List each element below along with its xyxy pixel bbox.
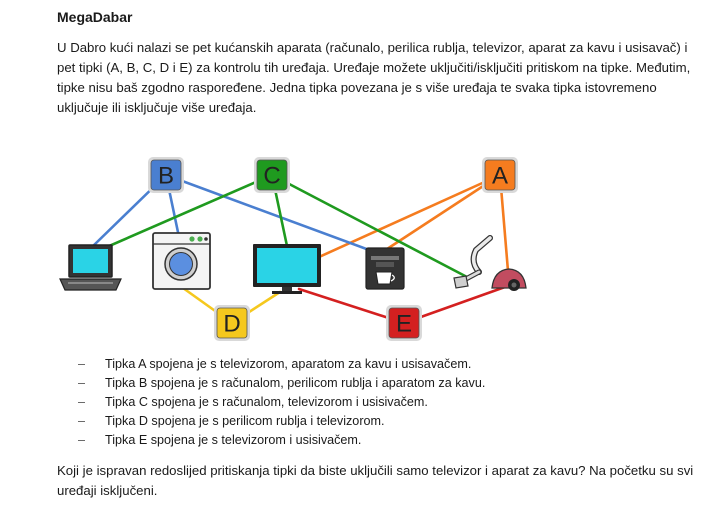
wire-a-coffee xyxy=(382,173,502,253)
wire-c-laptop xyxy=(98,173,274,252)
button-face xyxy=(256,159,288,191)
list-item: – Tipka B spojena je s računalom, perilic… xyxy=(78,374,485,393)
button-label: E xyxy=(396,311,412,338)
button-a: A xyxy=(482,157,518,193)
list-item: – Tipka A spojena je s televizorom, apara… xyxy=(78,355,485,374)
bullet-dash: – xyxy=(78,414,86,428)
button-label: A xyxy=(492,163,508,190)
question-paragraph: Koji je ispravan redoslijed pritiskanja … xyxy=(57,463,694,498)
vacuum-cleaner-icon xyxy=(453,235,527,291)
button-face xyxy=(150,159,182,191)
wire-c-vacuum xyxy=(270,173,469,279)
button-label: D xyxy=(223,311,240,338)
intro-paragraph: U Dabro kući nalazi se pet kućanskih apa… xyxy=(57,40,691,115)
bullet-dash: – xyxy=(78,357,86,371)
statement-d: Tipka D spojena je s perilicom rublja i … xyxy=(105,414,385,428)
coffee-machine-icon xyxy=(365,247,405,290)
button-label: B xyxy=(158,163,174,190)
statement-a: Tipka A spojena je s televizorom, aparat… xyxy=(105,357,472,371)
button-group: A B C D E xyxy=(148,157,518,341)
statement-list: – Tipka A spojena je s televizorom, apara… xyxy=(78,355,485,450)
button-b: B xyxy=(148,157,184,193)
button-face xyxy=(484,159,516,191)
button-face xyxy=(216,307,248,339)
button-face xyxy=(388,307,420,339)
button-c: C xyxy=(254,157,290,193)
wire-b-coffee xyxy=(164,173,382,256)
list-item: – Tipka C spojena je s računalom, televiz… xyxy=(78,393,485,412)
list-item: – Tipka D spojena je s perilicom rublja i… xyxy=(78,412,485,431)
button-e: E xyxy=(386,305,422,341)
television-icon xyxy=(253,244,321,294)
bullet-dash: – xyxy=(78,433,86,447)
button-d: D xyxy=(214,305,250,341)
bullet-dash: – xyxy=(78,395,86,409)
list-item: – Tipka E spojena je s televizorom i usis… xyxy=(78,431,485,450)
document-title: MegaDabar xyxy=(57,9,133,25)
washing-machine-icon xyxy=(152,232,211,290)
bullet-dash: – xyxy=(78,376,86,390)
laptop-icon xyxy=(59,244,122,291)
statement-e: Tipka E spojena je s televizorom i usisi… xyxy=(105,433,362,447)
button-label: C xyxy=(263,163,280,190)
wire-a-tv xyxy=(306,173,502,264)
statement-c: Tipka C spojena je s računalom, televizo… xyxy=(105,395,428,409)
statement-b: Tipka B spojena je s računalom, perilico… xyxy=(105,376,486,390)
